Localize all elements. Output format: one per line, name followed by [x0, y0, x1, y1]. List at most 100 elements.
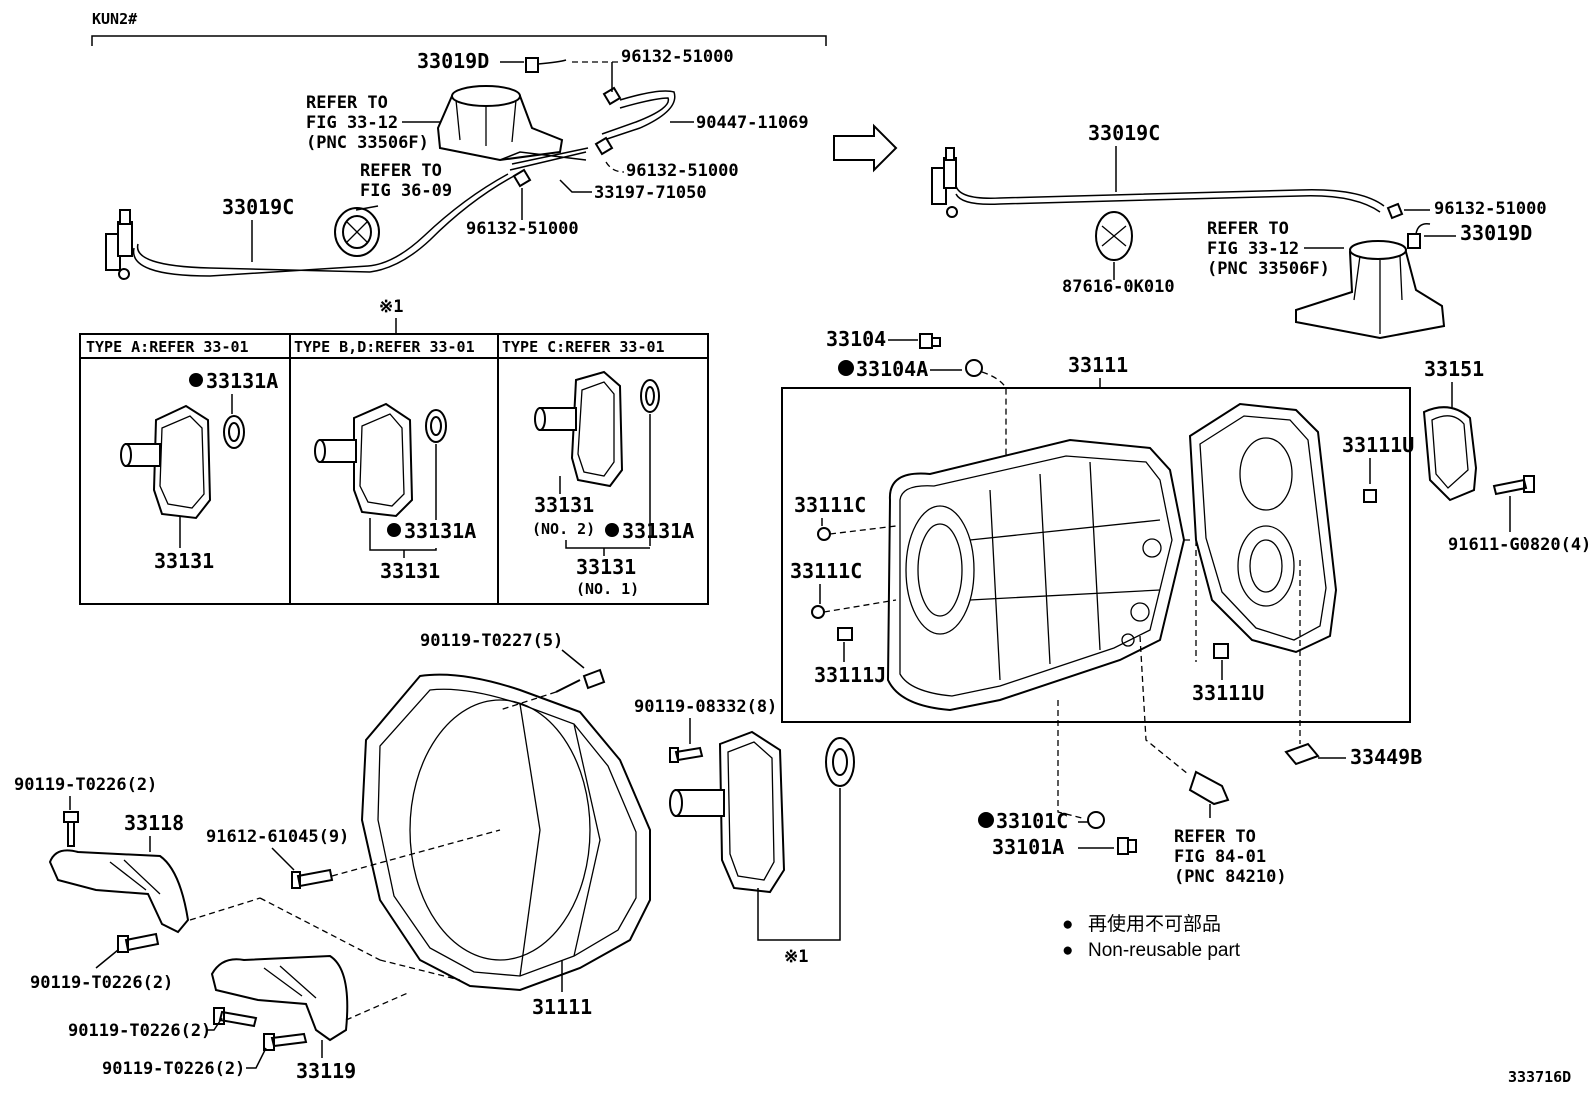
label-90119-T0226-3: 90119-T0226(2): [68, 1021, 211, 1041]
kun2-variant-group: KUN2#: [91, 10, 827, 46]
nonreusable-dot: [189, 373, 203, 387]
plug-33111C-2: [811, 605, 825, 619]
bolt-90119-T0227: [555, 668, 606, 693]
refer-3312-line3: (PNC 33506F): [306, 133, 429, 153]
label-33101A: 33101A: [992, 835, 1064, 859]
refer-84-line3: (PNC 84210): [1174, 867, 1287, 887]
legend-bullet-2: ●: [1062, 940, 1073, 961]
bracket-33118: [48, 849, 190, 934]
bolt-90119-08332: [669, 746, 704, 763]
clutch-reservoir-right: [1295, 222, 1446, 340]
bolt-90119-T0226-4: [263, 1032, 308, 1051]
label-33118: 33118: [124, 811, 184, 835]
type-a-header: TYPE A:REFER 33-01: [86, 338, 249, 356]
legend-bullet-1: ●: [1062, 914, 1073, 935]
transition-arrow: [833, 123, 898, 173]
refer-3312-line2: FIG 33-12: [306, 113, 398, 133]
bell-housing-31111: [360, 673, 651, 992]
variant-bracket: [91, 35, 827, 46]
label-33019C-right: 33019C: [1088, 121, 1160, 145]
plug-33104: [919, 333, 941, 349]
transmission-case: [886, 438, 1186, 712]
pin-33111U-top: [1363, 489, 1377, 503]
label-33111-top: 33111: [1068, 353, 1128, 377]
label-31111: 31111: [532, 995, 592, 1019]
label-87616-0K010: 87616-0K010: [1062, 277, 1175, 297]
extension-housing-plate: [1188, 402, 1338, 654]
label-91612-61045: 91612-61045(9): [206, 827, 349, 847]
label-33131-type-c-bot: 33131: [576, 555, 636, 579]
variant-label: KUN2#: [92, 10, 137, 28]
label-33019D-left: 33019D: [417, 49, 489, 73]
bracket-33119: [210, 954, 349, 1042]
group-mark-bottom: ※1: [784, 947, 808, 967]
label-no2: (NO. 2): [532, 520, 595, 538]
bearing-retainer: [669, 730, 855, 894]
refer-right-line2: FIG 33-12: [1207, 239, 1299, 259]
plug-33101A: [1117, 837, 1137, 855]
label-33101C: 33101C: [996, 809, 1068, 833]
nonreusable-dot: [387, 523, 401, 537]
label-33151: 33151: [1424, 357, 1484, 381]
type-bd-cell: 33131A 33131: [314, 402, 476, 583]
gasket-33104A: [965, 359, 983, 377]
hose-assembly-right: [931, 147, 1404, 220]
label-33019C-left: 33019C: [222, 195, 294, 219]
label-90119-T0227: 90119-T0227(5): [420, 631, 563, 651]
pin-33111J: [837, 627, 853, 641]
bolt-90119-T0226-3: [213, 1007, 258, 1028]
refer-3312-line1: REFER TO: [306, 93, 388, 113]
type-a-cell: 33131A 33131: [120, 369, 278, 573]
plug-33111C-1: [817, 527, 831, 541]
refer-3609-line1: REFER TO: [360, 161, 442, 181]
type-c-header: TYPE C:REFER 33-01: [502, 338, 665, 356]
nonreusable-dot: [838, 360, 854, 376]
cover-33151: [1422, 406, 1478, 502]
label-96132-right: 96132-51000: [1434, 199, 1547, 219]
nonreusable-dot: [605, 523, 619, 537]
refer-right-line3: (PNC 33506F): [1207, 259, 1330, 279]
label-33119: 33119: [296, 1059, 356, 1083]
type-table: ※1 TYPE A:REFER 33-01 TYPE B,D:REFER 33-…: [79, 297, 709, 605]
clutch-reservoir-left: [436, 57, 567, 162]
group-mark-top: ※1: [379, 297, 403, 317]
label-33197-71050: 33197-71050: [594, 183, 707, 203]
clip-33449B: [1284, 742, 1320, 766]
pin-33111U-bot: [1213, 643, 1229, 659]
figure-code: 333716D: [1508, 1068, 1571, 1086]
label-33449B: 33449B: [1350, 745, 1422, 769]
label-96132-low: 96132-51000: [466, 219, 579, 239]
label-33131A-type-c: 33131A: [622, 519, 694, 543]
refer-right-line1: REFER TO: [1207, 219, 1289, 239]
label-no1: (NO. 1): [576, 580, 639, 598]
switch-sensor: [1188, 770, 1230, 806]
bolt-90119-T0226-1: [63, 811, 79, 847]
label-33111C-1: 33111C: [794, 493, 866, 517]
label-90447-11069: 90447-11069: [696, 113, 809, 133]
label-91611-G0820: 91611-G0820(4): [1448, 535, 1591, 555]
legend: ● 再使用不可部品 ● Non-reusable part: [1062, 913, 1241, 961]
label-96132-mid: 96132-51000: [626, 161, 739, 181]
label-33131A-type-bd: 33131A: [404, 519, 476, 543]
hose-assembly-left: [105, 86, 676, 280]
reservoir-cap-left: [334, 207, 380, 257]
legend-jp: 再使用不可部品: [1088, 913, 1221, 935]
label-96132-top: 96132-51000: [621, 47, 734, 67]
nonreusable-dot: [978, 812, 994, 828]
label-33131-type-c-top: 33131: [534, 493, 594, 517]
bolt-91611: [1492, 475, 1535, 496]
refer-3609-line2: FIG 36-09: [360, 181, 452, 201]
type-c-cell: 33131 (NO. 2) 33131A 33131 (NO. 1): [532, 370, 694, 598]
legend-en: Non-reusable part: [1088, 940, 1241, 961]
label-90119-T0226-4: 90119-T0226(2): [102, 1059, 245, 1079]
label-33104A: 33104A: [856, 357, 928, 381]
label-33111U-top: 33111U: [1342, 433, 1414, 457]
case-assembly-box: 33111: [781, 353, 1411, 723]
refer-84-line1: REFER TO: [1174, 827, 1256, 847]
reservoir-cap-right: [1095, 211, 1133, 280]
label-33131-type-a: 33131: [154, 549, 214, 573]
label-33111C-2: 33111C: [790, 559, 862, 583]
label-90119-08332: 90119-08332(8): [634, 697, 777, 717]
gasket-33101C: [1087, 811, 1105, 829]
